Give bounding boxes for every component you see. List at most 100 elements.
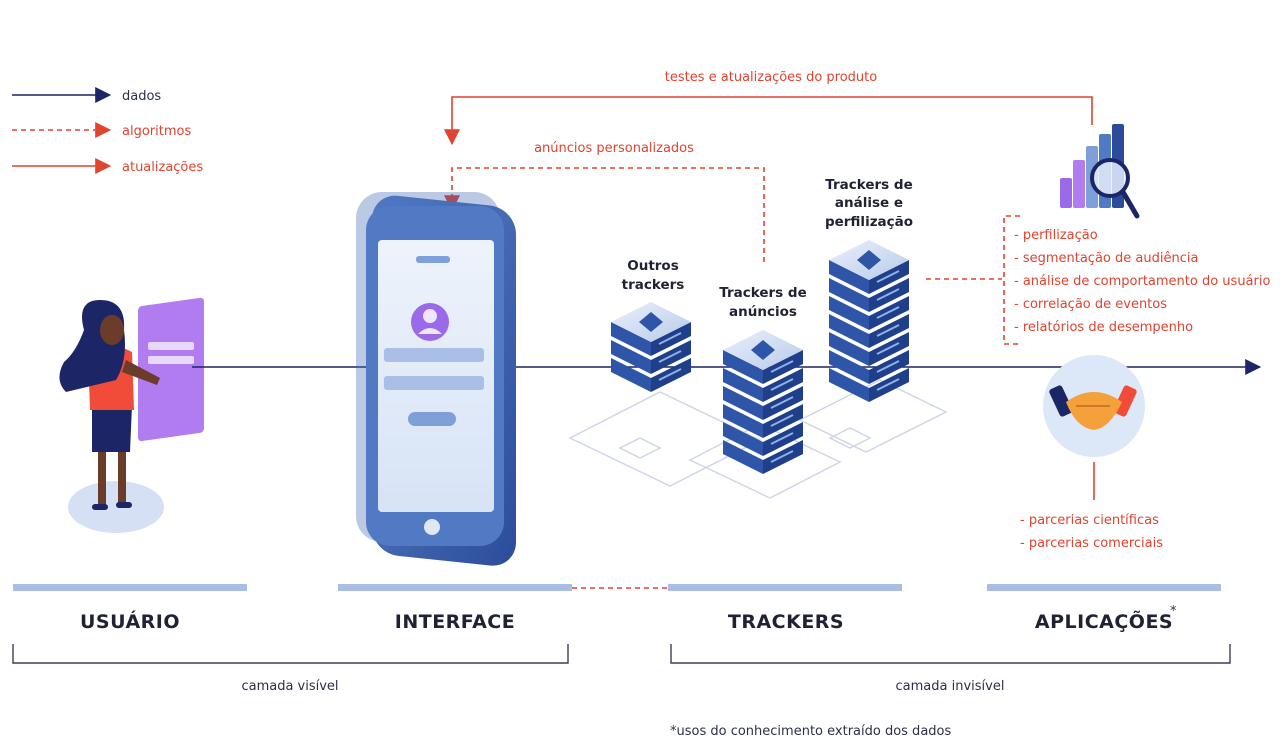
user-card-line	[148, 356, 194, 364]
legend-algorithms-label: algoritmos	[122, 124, 191, 139]
server-unit-left	[829, 278, 869, 312]
section-bar-trackers	[668, 584, 902, 591]
server-top-chip	[639, 312, 663, 332]
other-trackers-label-line2: trackers	[622, 277, 685, 293]
phone-home-button	[424, 519, 440, 535]
analysis-use-item: - relatórios de desempenho	[1014, 320, 1193, 335]
product-updates-arrow	[444, 96, 1093, 146]
analytics-chart-icon	[1060, 124, 1140, 219]
user-arm	[122, 360, 160, 385]
visible-layer-label: camada visível	[241, 679, 338, 694]
analysis-trackers-label-line1: Trackers de	[825, 177, 912, 193]
server-unit-left	[611, 358, 651, 392]
layer-brackets	[12, 644, 1231, 664]
user-shoe	[92, 504, 108, 510]
section-bar-applications	[987, 584, 1221, 591]
server-unit-light	[770, 450, 794, 463]
handshake-icon	[1043, 355, 1145, 500]
user-leg	[118, 448, 126, 504]
section-title-user: USUÁRIO	[80, 610, 180, 633]
legend-data-label: dados	[122, 89, 161, 104]
user-leg	[98, 448, 106, 506]
user-platform	[68, 481, 164, 533]
ad-trackers-label-line2: anúncios	[729, 304, 797, 320]
server-unit-light	[770, 378, 794, 391]
analysis-use-item: - perfilização	[1014, 228, 1098, 243]
ad-trackers-label-line1: Trackers de	[719, 285, 806, 301]
server-unit-left	[723, 386, 763, 420]
analysis-trackers-label-line2: análise e	[835, 195, 903, 211]
server-unit-light	[658, 350, 682, 363]
server-unit-light	[876, 360, 900, 373]
legend-updates-label: atualizações	[122, 160, 203, 175]
partnership-use-item: - parcerias comerciais	[1020, 536, 1163, 551]
section-title-applications: APLICAÇÕES	[1035, 609, 1173, 633]
server-unit-left	[723, 368, 763, 402]
server-unit-left	[723, 404, 763, 438]
server-top-chip	[857, 250, 881, 270]
phone-illustration	[356, 192, 516, 566]
section-bar-interface	[338, 584, 572, 591]
server-unit-light	[770, 432, 794, 445]
profile-icon-head	[423, 309, 437, 323]
section-title-interface: INTERFACE	[395, 611, 515, 633]
server-unit-light	[770, 414, 794, 427]
personalized-ads-flow: anúncios personalizados	[444, 141, 765, 262]
analysis-uses: - perfilização - segmentação de audiênci…	[926, 215, 1270, 345]
footnote: *usos do conhecimento extraído dos dados	[670, 724, 951, 739]
analysis-trackers-label-line3: perfilização	[825, 214, 913, 230]
server-unit-light	[770, 396, 794, 409]
server-unit-left	[723, 422, 763, 456]
server-unit-left	[829, 260, 869, 294]
user-card-line	[148, 342, 194, 350]
other-trackers-server	[611, 302, 691, 392]
phone-input-bar	[384, 376, 484, 390]
section-bar-user	[13, 584, 247, 591]
legend: dados algoritmos atualizações	[12, 87, 203, 175]
tracker-servers	[611, 240, 909, 474]
server-unit-left	[611, 340, 651, 374]
server-unit-light	[658, 332, 682, 345]
user-skirt	[92, 405, 132, 452]
server-unit-left	[829, 368, 869, 402]
profile-icon-body	[418, 328, 442, 334]
magnifier-icon	[1090, 158, 1130, 198]
server-unit-light	[770, 360, 794, 373]
analysis-use-item: - segmentação de audiência	[1014, 251, 1198, 266]
product-updates-label: testes e atualizações do produto	[665, 70, 877, 85]
server-unit-left	[829, 296, 869, 330]
analysis-use-item: - análise de comportamento do usuário	[1014, 274, 1270, 289]
phone-speaker	[416, 256, 450, 263]
server-unit-light	[658, 368, 682, 381]
section-bars	[13, 584, 1221, 591]
server-unit-light	[876, 324, 900, 337]
visible-layer-bracket	[12, 644, 569, 664]
section-title-trackers: TRACKERS	[728, 611, 844, 633]
user-illustration	[59, 297, 204, 533]
server-unit-light	[876, 270, 900, 283]
analysis-use-item: - correlação de eventos	[1014, 297, 1167, 312]
other-trackers-label-line1: Outros	[627, 258, 679, 274]
server-unit-left	[723, 440, 763, 474]
server-unit-light	[876, 288, 900, 301]
server-unit-left	[829, 350, 869, 384]
user-card	[138, 297, 204, 442]
server-unit-light	[876, 342, 900, 355]
server-unit-left	[723, 350, 763, 384]
invisible-layer-bracket	[670, 644, 1231, 664]
partnership-use-item: - parcerias científicas	[1020, 513, 1159, 528]
user-shoe	[116, 502, 132, 508]
server-top-chip	[751, 340, 775, 360]
personalized-ads-label: anúncios personalizados	[534, 141, 694, 156]
user-face	[100, 315, 124, 345]
partnership-uses: - parcerias científicas - parcerias come…	[1020, 513, 1163, 551]
phone-input-bar	[384, 348, 484, 362]
personalized-ads-arrow	[444, 167, 765, 262]
product-updates-flow: testes e atualizações do produto	[444, 70, 1093, 146]
section-titles: USUÁRIO INTERFACE TRACKERS APLICAÇÕES *	[80, 604, 1177, 633]
server-unit-light	[876, 306, 900, 319]
section-title-applications-mark: *	[1170, 604, 1177, 619]
invisible-layer-label: camada invisível	[896, 679, 1005, 694]
user-hair	[59, 300, 125, 392]
